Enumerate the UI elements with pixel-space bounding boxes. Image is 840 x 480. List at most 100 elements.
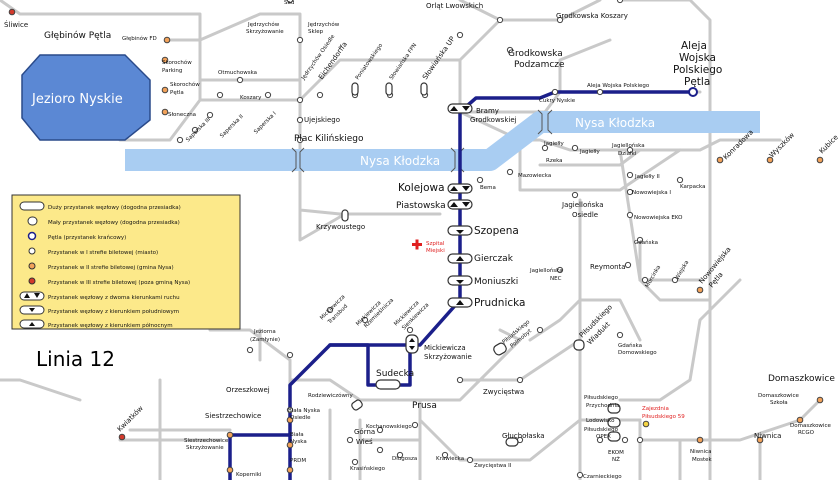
label-krasinskiego: Krasińskiego [350, 465, 386, 472]
label-skorochow-petla-2: Pętla [170, 90, 184, 96]
label-biala: Biała [290, 432, 304, 438]
label-konradowa: Konradowa [722, 128, 755, 161]
label-jagiell-osiedle-1: Jagiellońska [561, 201, 604, 209]
label-karpacka: Karpacka [680, 184, 706, 190]
label-grodkowska-podz-2: Podzamcze [514, 60, 565, 70]
hospital-marker [412, 239, 422, 250]
label-siestrzechowice: Siestrzechowice [205, 412, 261, 420]
label-jagielly-rzeka-1: Jagiełły [543, 141, 565, 147]
label-gierczak: Gierczak [474, 254, 514, 264]
lake [21, 54, 151, 141]
label-ujejskiego: Ujejskiego [304, 116, 340, 124]
label-krzywoustego: Krzywoustego [316, 223, 365, 231]
label-biala-osiedle-2: Osiedle [290, 415, 311, 421]
label-pilsudskiego-opex-2: OPEX [596, 434, 611, 440]
label-zajezdnia-1: Zajezdnia [642, 406, 669, 412]
hospital-label-2: Miejski [426, 248, 445, 254]
label-krawiecka: Krawiecka [436, 456, 464, 462]
label-gdanska-dom-2: Domowskiego [618, 350, 657, 356]
label-lodowisko: Lodowisko [586, 418, 615, 424]
label-morcinka: Morcinka [645, 265, 663, 289]
stops-zone-3 [8, 8, 126, 441]
label-slowianska-fpn: Słowiańska FPN [388, 42, 418, 81]
label-poniatowskiego: Poniatowskiego [355, 42, 385, 81]
label-jagiell-nec-1: Jagiellońska [529, 267, 563, 274]
label-gorna-wies-1: Górna [354, 428, 375, 436]
label-gorna-wies-2: Wieś [356, 438, 373, 446]
label-ekom-1: EKOM [608, 450, 624, 456]
label-kolejowa: Kolejowa [398, 182, 445, 194]
label-wyszkow: Wyszków [768, 131, 797, 160]
label-glucholaska: Głuchołaska [502, 432, 545, 440]
label-orlat: Orląt Lwowskich [426, 2, 483, 10]
label-bema: Bema [480, 185, 496, 191]
label-prdm: PRDM [290, 458, 306, 464]
label-siestr-skrz-1: Siestrzechowice [184, 438, 229, 444]
label-nowowiejska1: Nowowiejska I [632, 190, 671, 196]
label-jedrz-skrz-2: Skrzyżowanie [246, 29, 284, 35]
label-glebinow-petla: Głębinów Pętla [44, 30, 111, 41]
label-rodziewicz: Rodziewiczówny [308, 392, 354, 399]
label-jagiell-nec-2: NEC [550, 276, 562, 282]
label-wiejska: Wiejska [675, 260, 691, 281]
river-end [700, 111, 760, 133]
label-grodkowska-koszary: Grodkowska Koszary [556, 12, 628, 20]
label-jagiellonska-dzialki-2: Działki [618, 151, 637, 157]
route-labels: Aleja Wojska Polskiego Pętla Aleja Wojsk… [184, 40, 722, 478]
label-bramy-1: Bramy [476, 107, 499, 115]
legend-item-8: Przystanek węzłowy z kierunkiem południo… [48, 309, 179, 315]
label-saperska1: Saperska I [253, 111, 278, 136]
bridges [291, 109, 553, 173]
river [125, 111, 700, 171]
label-terminus-3: Polskiego [673, 64, 722, 76]
stops-zone-1 [176, 0, 684, 479]
label-dlugosza: Długosza [392, 456, 417, 462]
label-skorochow-parking-2: Parking [162, 68, 182, 74]
label-piastowska: Piastowska [396, 201, 446, 211]
label-dom-rcgo-2: RCGO [798, 430, 815, 436]
hub-arrows [409, 106, 470, 350]
label-czarnieckiego: Czarnieckiego [583, 474, 622, 480]
label-jedrz-sklep-2: Sklep [308, 29, 324, 35]
label-saperska3: Saperska III [185, 116, 212, 143]
label-orzeszkowej: Orzeszkowej [226, 386, 270, 394]
label-jagiellonska-dzialki-1: Jagiellońska [611, 142, 645, 149]
label-jeziorna-2: (Zamłynie) [250, 337, 280, 343]
label-koszary: Koszary [240, 95, 262, 101]
label-aleja-wp: Aleja Wojska Polskiego [587, 83, 650, 89]
hospital-label-1: Szpital [426, 241, 445, 247]
label-terminus: Aleja [681, 40, 707, 52]
label-zajezdnia-2: Piłsudskiego 59 [642, 414, 685, 420]
label-kubice: Kubice [818, 133, 840, 155]
label-skorochow-parking-1: Skorochów [162, 59, 192, 66]
label-bramy-2: Grodkowskiej [470, 116, 517, 124]
label-pilsudskiego-przych-2: Przychodnia [586, 403, 619, 409]
label-mazowiecka: Mazowiecka [518, 173, 551, 179]
label-sloneczna: Słoneczna [168, 112, 196, 118]
label-prudnicka: Prudnicka [474, 297, 525, 309]
label-dom-szkola-2: Szkoła [770, 400, 788, 406]
label-kochanowskiego: Kochanowskiego [366, 424, 412, 430]
legend-item-5: Przystanek w II strefie biletowej (gmina… [48, 265, 174, 271]
label-saperska2: Saperska II [219, 113, 245, 139]
label-cukry: Cukry Nyskie [539, 98, 576, 104]
label-grodkowska-podz-1: Grodkowska [508, 49, 563, 59]
label-otmuchowska: Otmuchowska [218, 70, 257, 76]
label-reymonta: Reymonta [590, 263, 626, 271]
label-biala-osiedle-1: Biała Nyska [288, 408, 320, 414]
hub-stops [341, 82, 621, 447]
label-gdanska-dom-1: Gdańska [618, 342, 642, 349]
label-jagiell-osiedle-2: Osiedle [572, 211, 598, 219]
label-zwyciestwa2: Zwycięstwa II [474, 463, 512, 469]
label-niwnica-most-2: Mostek [692, 457, 713, 463]
label-slowianska-up: Słowiańska UP [421, 35, 457, 81]
legend-item-7: Przystanek węzłowy z dwoma kierunkami ru… [48, 295, 180, 301]
label-sad: Sad [284, 0, 294, 6]
label-gdanska: Gdańska [634, 239, 658, 246]
label-domaszkowice: Domaszkowice [768, 374, 835, 384]
label-koperniki: Koperniki [236, 472, 262, 478]
terminus-stop [688, 87, 698, 97]
label-prusa: Prusa [412, 401, 437, 411]
label-siestr-skrz-2: Skrzyżowanie [186, 445, 224, 451]
